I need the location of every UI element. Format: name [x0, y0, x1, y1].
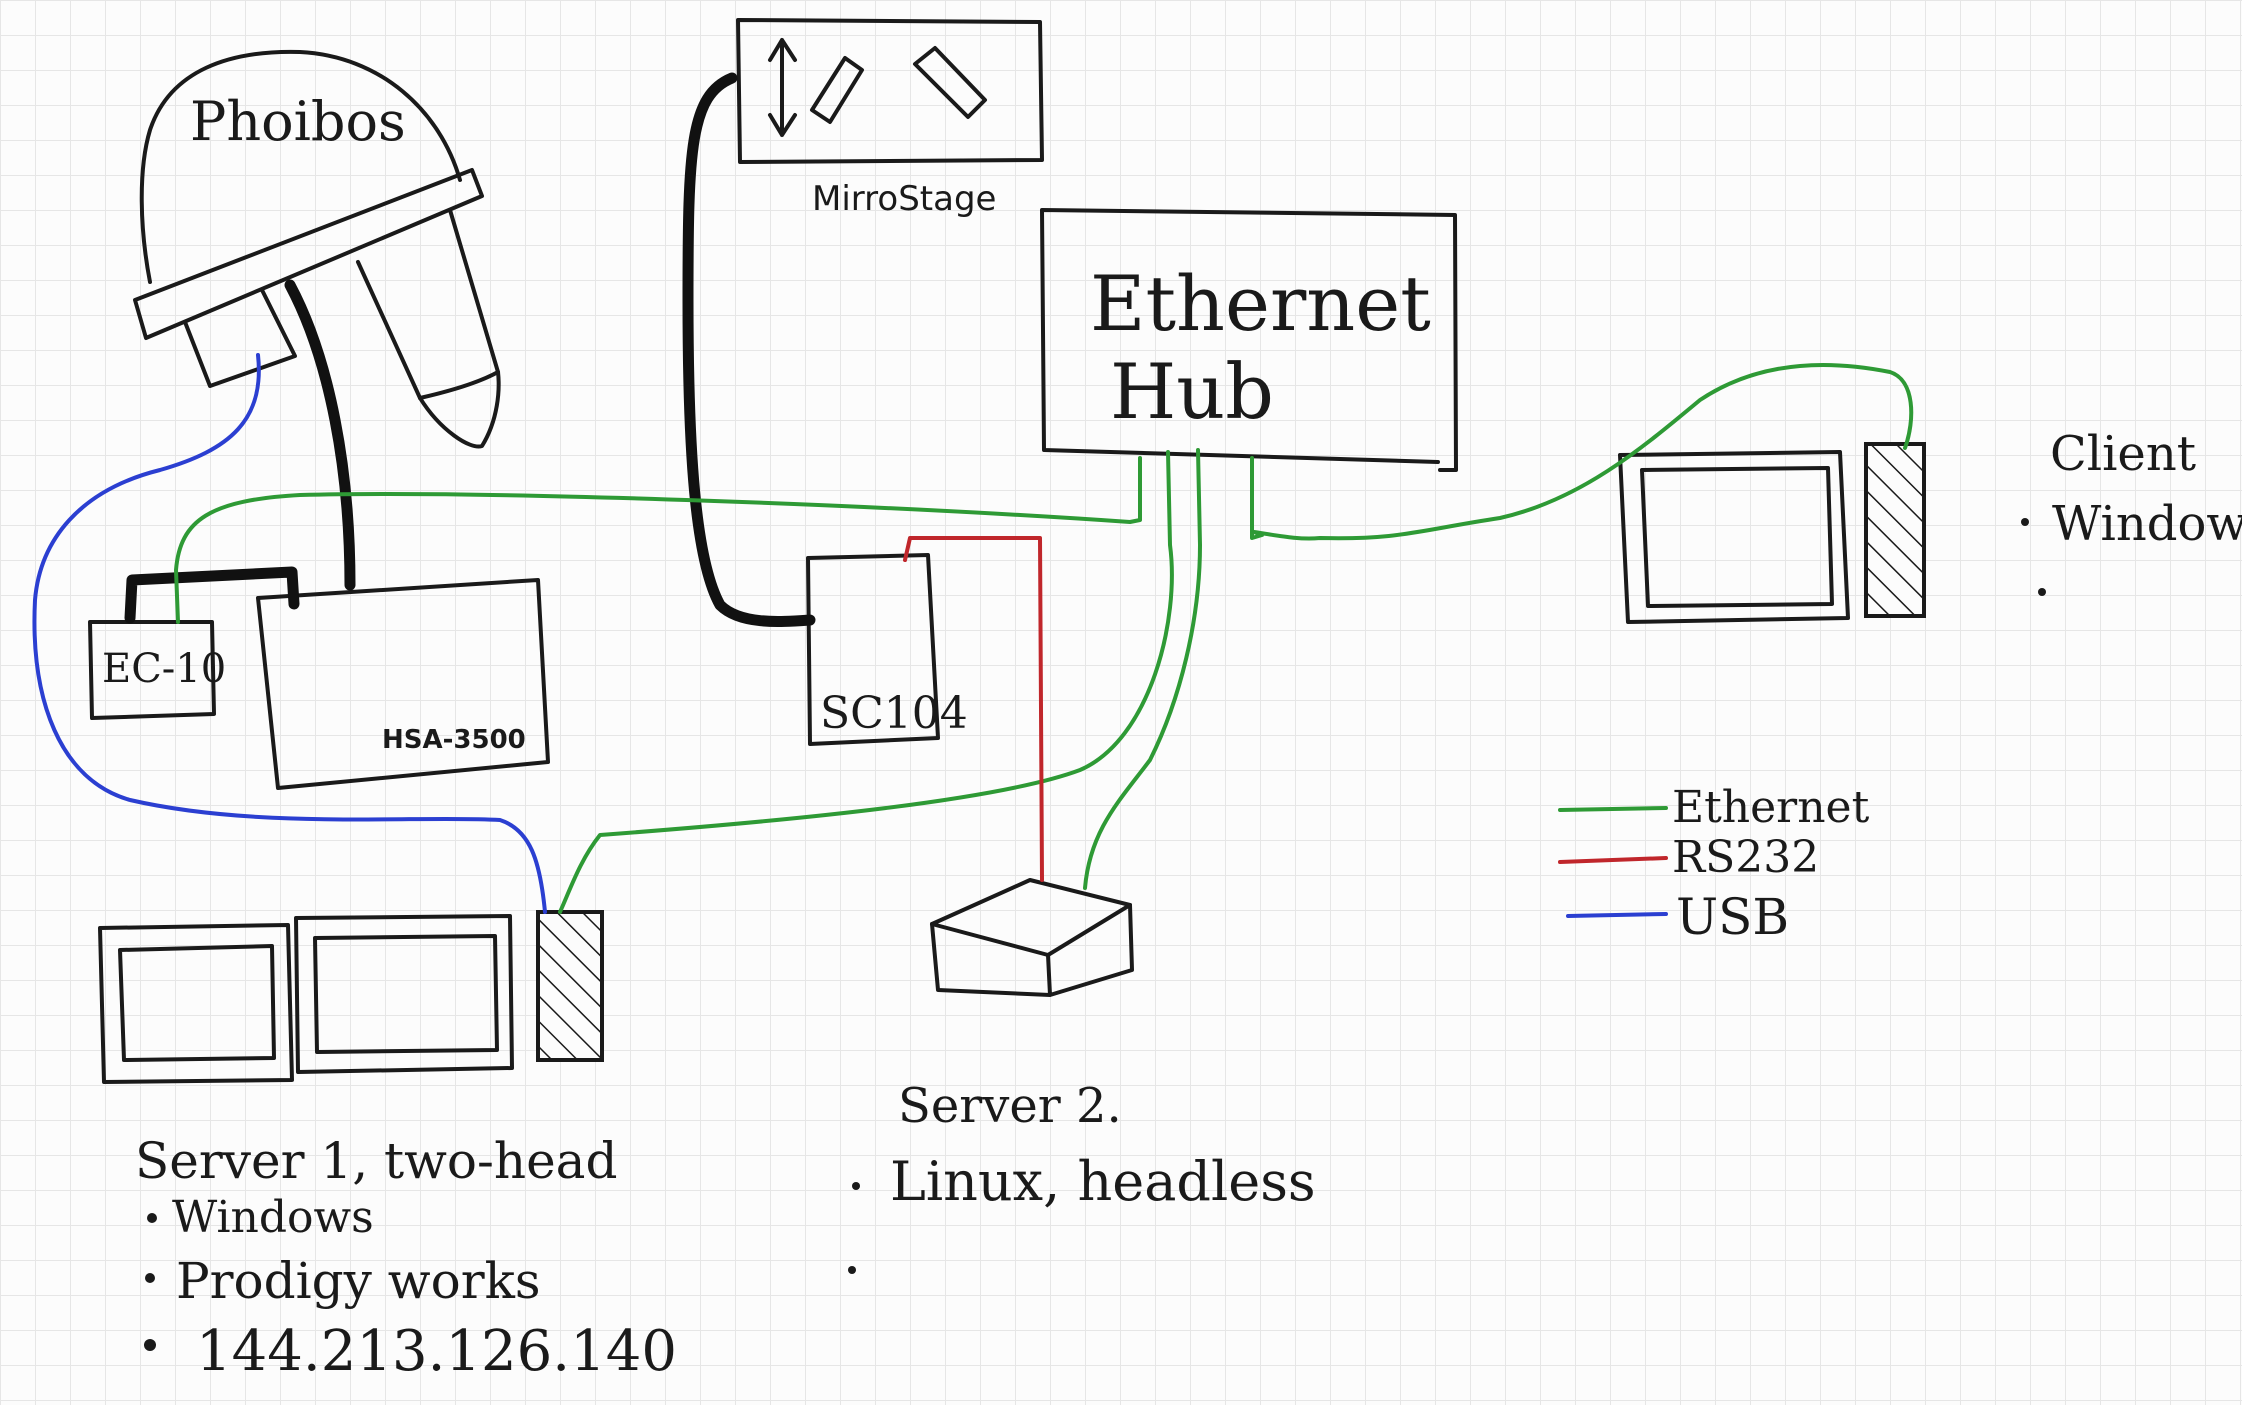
hsa3500-unit: HSA-3500	[256, 578, 550, 790]
ethernet-hub-label-line2: Hub	[1110, 347, 1274, 436]
phoibos-port	[183, 288, 297, 388]
bullet-icon	[147, 1213, 157, 1223]
ec10-unit: EC-10	[88, 620, 226, 720]
sc104-unit: SC104	[806, 553, 968, 746]
legend-swatch-ethernet	[1558, 806, 1668, 812]
ethernet-hub-to-server1	[558, 450, 1174, 914]
bullet-icon	[2021, 518, 2029, 526]
server1-bullet-1: Windows	[172, 1192, 374, 1243]
phoibos-flange	[133, 168, 484, 340]
ethernet-hub-to-server2	[1083, 448, 1202, 890]
legend: Ethernet RS232 USB	[1558, 782, 1870, 946]
usb-phoibos-to-server1	[32, 353, 547, 914]
server1-bullet-2: Prodigy works	[176, 1252, 541, 1310]
phoibos-dome	[139, 49, 462, 284]
ethernet-hub-box	[1040, 208, 1458, 472]
server2-bullet-1: Linux, headless	[890, 1150, 1316, 1213]
client-title: Client	[2050, 426, 2196, 482]
ethernet-hub-label-line1: Ethernet	[1090, 259, 1431, 348]
server1-tower	[536, 910, 604, 1062]
mirror-stage-label: MirroStage	[812, 179, 996, 219]
bullet-icon	[2038, 588, 2046, 596]
legend-swatch-rs232	[1558, 856, 1668, 864]
legend-label-rs232: RS232	[1672, 832, 1819, 883]
ethernet-hub-to-client	[1250, 363, 1914, 541]
ec10-label: EC-10	[102, 646, 226, 692]
server1-monitor-left	[98, 923, 294, 1084]
client-annotation: Client Windows	[2021, 426, 2242, 596]
bullet-icon	[848, 1266, 856, 1274]
server1-title: Server 1, two-head	[135, 1132, 617, 1190]
bullet-icon	[144, 1339, 156, 1351]
ec10-box	[88, 620, 216, 720]
ethernet-hub: Ethernet Hub	[1040, 208, 1458, 472]
server2-title: Server 2.	[898, 1078, 1122, 1134]
legend-label-usb: USB	[1676, 888, 1789, 946]
phoibos-analyzer: Phoibos	[133, 49, 501, 449]
sc104-label: SC104	[820, 688, 968, 739]
vertical-arrow-icon	[768, 38, 797, 137]
mirror-icon-left	[810, 56, 864, 124]
sc104-box	[806, 553, 940, 746]
hsa3500-box	[256, 578, 550, 790]
server1-workstation	[98, 910, 604, 1084]
bullet-icon	[852, 1182, 860, 1190]
client-bullet-1: Windows	[2052, 496, 2242, 552]
server1-annotation: Server 1, two-head Windows Prodigy works…	[135, 1132, 677, 1384]
server1-bullet-3: 144.213.126.140	[196, 1319, 677, 1384]
server1-monitor-right	[294, 914, 514, 1074]
mirror-icon-right	[913, 46, 987, 119]
rs232-sc104-to-server2	[903, 536, 1044, 882]
client-monitor	[1618, 450, 1850, 624]
phoibos-label: Phoibos	[190, 90, 406, 153]
bullet-icon	[145, 1273, 155, 1283]
ethernet-ec10-to-hub	[174, 456, 1142, 624]
server2-box	[930, 878, 1134, 997]
mirror-stage-box	[736, 18, 1044, 164]
cable-phoibos-to-hsa	[284, 279, 356, 591]
client-workstation	[1618, 442, 1926, 624]
cable-ec10-to-hsa	[124, 566, 300, 624]
phoibos-detector	[356, 208, 501, 449]
legend-swatch-usb	[1566, 912, 1668, 918]
cable-mirror-to-sc104	[682, 72, 816, 627]
server2-annotation: Server 2. Linux, headless	[848, 1078, 1316, 1274]
client-tower	[1864, 442, 1926, 618]
legend-label-ethernet: Ethernet	[1672, 782, 1870, 833]
hsa3500-label: HSA-3500	[382, 725, 526, 755]
mirror-stage: MirroStage	[736, 18, 1044, 219]
